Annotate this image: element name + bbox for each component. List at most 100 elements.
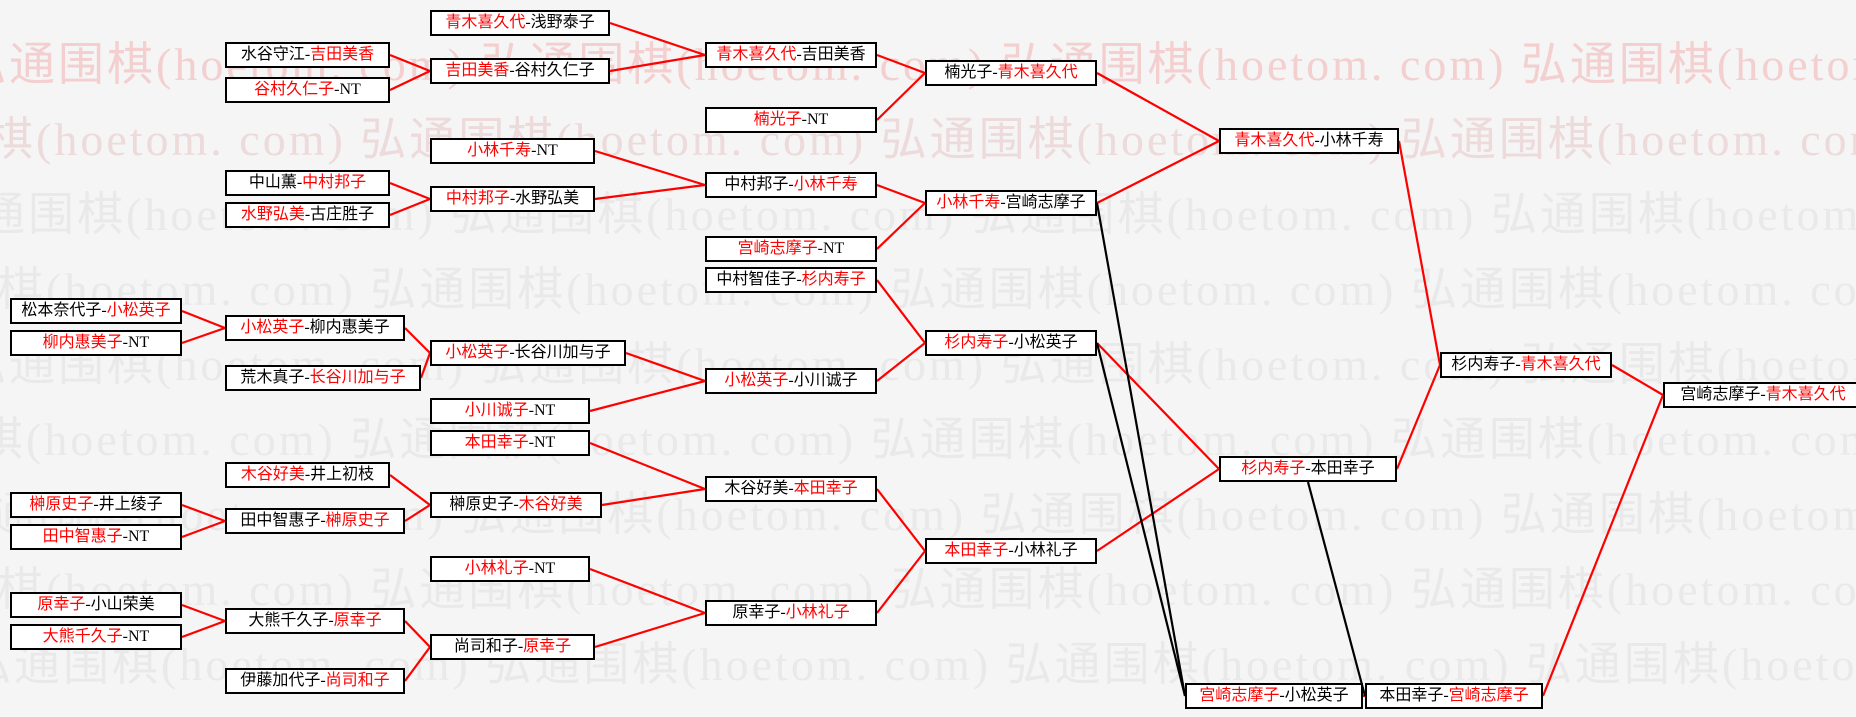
winner-name: 小松英子 [106, 302, 171, 319]
player-name: 中村邦子 [724, 176, 789, 193]
bracket-line-red [1096, 72, 1220, 142]
player-name: 小林千寿 [1319, 132, 1384, 149]
bracket-line-red [404, 646, 431, 682]
player-name: -NT [122, 528, 150, 545]
player-name: 水谷守江 [240, 46, 305, 63]
match-box-tanaka_sakakibara: 田中智惠子-榊原史子 [225, 508, 405, 534]
bracket-line-red [876, 53, 926, 75]
bracket-line-red [419, 352, 432, 379]
bracket-line-red [389, 53, 431, 73]
winner-name: 小松英子 [724, 372, 789, 389]
winner-name: 木谷好美 [518, 496, 583, 513]
winner-name: 吉田美香 [445, 62, 510, 79]
player-name: - [525, 14, 531, 31]
bracket-line-red [601, 487, 706, 507]
player-name: -NT [122, 628, 150, 645]
player-name: 长谷川加与子 [514, 344, 611, 361]
winner-name: 杉内寿子 [1241, 460, 1306, 477]
bracket-line-red [876, 183, 926, 205]
match-box-komatsu_hasegawa: 小松英子-长谷川加与子 [430, 340, 626, 366]
player-name: 吉田美香 [801, 46, 866, 63]
match-box-aoki_chizu: 青木喜久代-小林千寿 [1219, 128, 1399, 154]
bracket-line-red [589, 379, 706, 413]
player-name: - [1008, 334, 1014, 351]
match-box-tanaka_nt: 田中智惠子-NT [10, 524, 182, 550]
player-name: 小松英子 [1013, 334, 1078, 351]
player-name: - [1279, 687, 1285, 704]
match-box-hara_koyama: 原幸子-小山荣美 [10, 592, 182, 618]
player-name: 本田幸子 [1379, 687, 1444, 704]
winner-name: 田中智惠子 [42, 528, 123, 545]
bracket-line-red [876, 488, 926, 552]
match-box-honda_miyazaki: 本田幸子-宫崎志摩子 [1365, 683, 1543, 709]
winner-name: 青木喜久代 [1765, 386, 1846, 403]
player-name: - [1008, 542, 1014, 559]
match-box-matsumoto: 松本奈代子-小松英子 [10, 298, 182, 324]
bracket-line-red [181, 309, 226, 330]
bracket-line-red [181, 326, 226, 345]
match-box-komatsu_ogawa: 小松英子-小川诚子 [705, 368, 877, 394]
bracket-line-red [1096, 468, 1220, 552]
match-box-okuma_hara: 大熊千久子-原幸子 [225, 608, 405, 634]
player-name: 荒木真子 [240, 369, 305, 386]
match-box-kitani_honda: 木谷好美-本田幸子 [705, 476, 877, 502]
winner-name: 小松英子 [240, 319, 305, 336]
winner-name: 小林礼子 [464, 560, 529, 577]
bracket-line-red [594, 611, 706, 649]
bracket-line-red [181, 519, 226, 539]
player-name: - [1515, 356, 1521, 373]
match-box-nakayama: 中山薫-中村邦子 [225, 170, 390, 196]
player-name: - [304, 319, 310, 336]
bracket-line-black [1095, 342, 1187, 697]
bracket-line-red [594, 183, 706, 201]
match-box-mizutani: 水谷守江-吉田美香 [225, 42, 390, 68]
player-name: 中山薫 [248, 174, 297, 191]
player-name: - [796, 271, 802, 288]
match-box-mizuno: 水野弘美-古庄胜子 [225, 202, 390, 228]
player-name: -NT [122, 334, 150, 351]
player-name: 宫崎志摩子 [1680, 386, 1761, 403]
player-name: - [780, 604, 786, 621]
winner-name: 楠光子 [753, 111, 802, 128]
winner-name: 本田幸子 [464, 434, 529, 451]
bracket-line-red [181, 603, 226, 623]
player-name: 小山荣美 [90, 596, 155, 613]
match-box-sugiuchi_komatsu: 杉内寿子-小松英子 [925, 330, 1097, 356]
player-name: 井上初枝 [310, 466, 375, 483]
player-name: 伊藤加代子 [240, 672, 321, 689]
bracket-line-red [589, 567, 706, 615]
winner-name: 吉田美香 [310, 46, 375, 63]
winner-name: 本田幸子 [944, 542, 1009, 559]
player-name: - [101, 302, 107, 319]
winner-name: 原幸子 [37, 596, 86, 613]
winner-name: 青木喜久代 [997, 64, 1078, 81]
winner-name: 榊原史子 [29, 496, 94, 513]
match-box-kusunoki_nt: 楠光子-NT [705, 107, 877, 133]
match-box-tanimura: 谷村久仁子-NT [225, 77, 390, 103]
bracket-line-red [389, 70, 431, 91]
match-box-sakakibara_kitani: 榊原史子-木谷好美 [430, 492, 602, 518]
winner-name: 宫崎志摩子 [737, 240, 818, 257]
match-box-nakamura_mizuno: 中村邦子-水野弘美 [430, 186, 595, 212]
player-name: 松本奈代子 [21, 302, 102, 319]
bracket-line-red [1611, 364, 1664, 396]
winner-name: 中村邦子 [445, 190, 510, 207]
player-name: 谷村久仁子 [514, 62, 595, 79]
bracket-line-red [609, 53, 706, 73]
bracket-line-red [876, 342, 926, 382]
bracket-line-red [1397, 140, 1442, 366]
bracket-line-red [625, 351, 706, 383]
player-name: - [304, 46, 311, 63]
winner-name: 原幸子 [333, 612, 382, 629]
match-box-chizu_nt: 小林千寿-NT [430, 138, 595, 164]
bracket-line-red [404, 327, 431, 354]
bracket-line-red [1096, 342, 1220, 470]
match-box-komatsu_yanagiuchi: 小松英子-柳内惠美子 [225, 315, 405, 341]
player-name: 榊原史子 [449, 496, 514, 513]
player-name: - [328, 612, 334, 629]
match-box-sakakibara_inoue: 榊原史子-井上绫子 [10, 492, 182, 518]
watermark-text: 弘通围棋(hoetom. com) 弘通围棋(hoetom. com) 弘通围棋… [0, 114, 1856, 165]
winner-name: 宫崎志摩子 [1448, 687, 1529, 704]
winner-name: 小林千寿 [793, 176, 858, 193]
